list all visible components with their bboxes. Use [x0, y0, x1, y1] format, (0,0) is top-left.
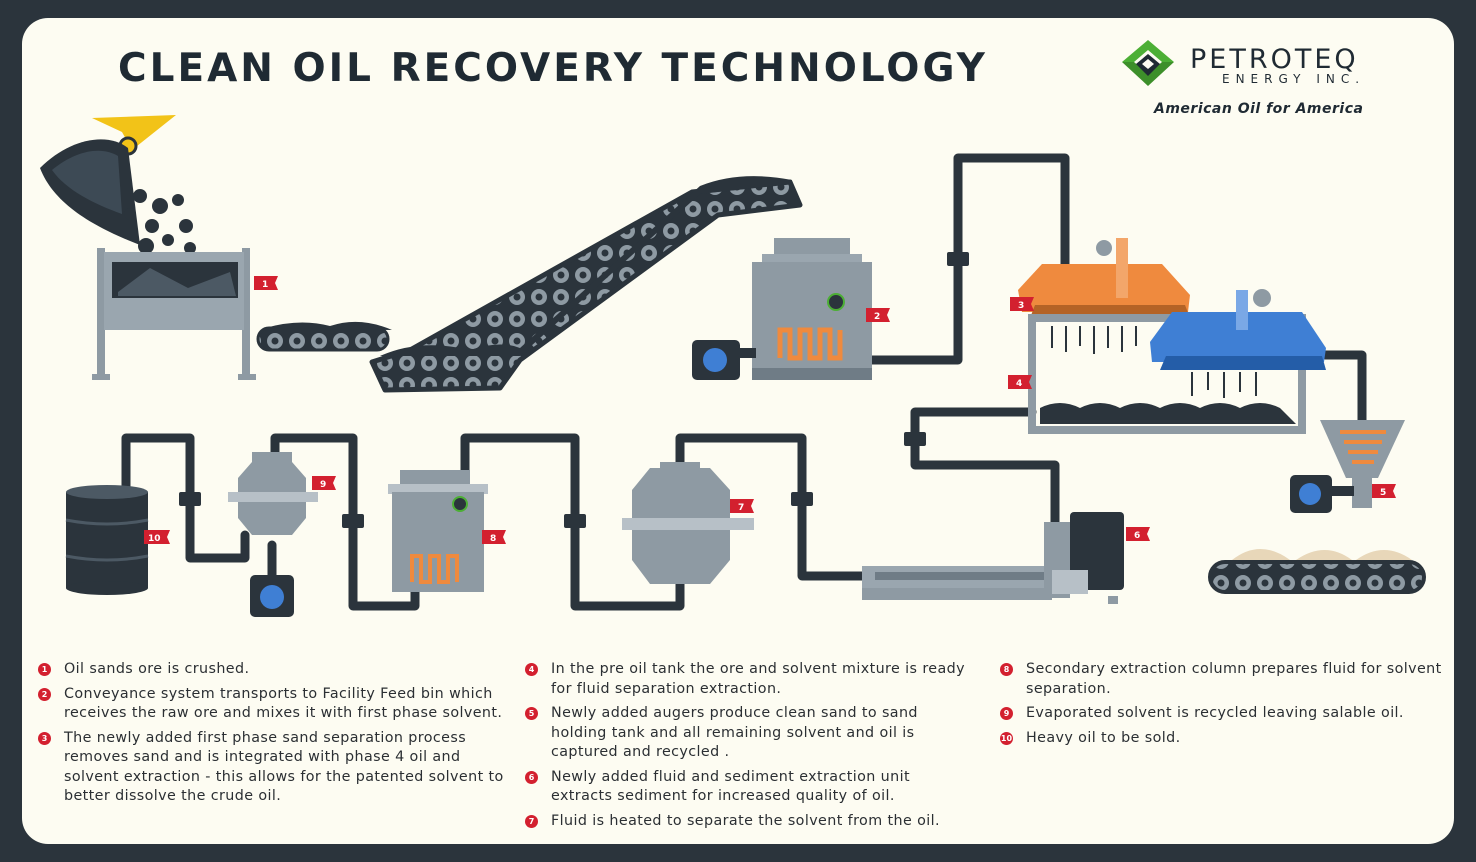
tag-5: 5: [1372, 484, 1396, 498]
step-text: The newly added first phase sand separat…: [64, 729, 504, 805]
svg-text:6: 6: [1134, 531, 1140, 541]
step-item: 9 Evaporated solvent is recycled leaving …: [1000, 704, 1450, 724]
feed-tank: [692, 238, 872, 380]
step-item: 2 Conveyance system transports to Facilit…: [38, 685, 508, 724]
process-diagram: 1 2 3 4 5 6 7 8 9 10: [40, 115, 1426, 617]
step-text: Newly added fluid and sediment extractio…: [551, 768, 910, 805]
step-item: 1 Oil sands ore is crushed.: [38, 660, 508, 680]
step-number-badge: 9: [1000, 707, 1013, 720]
step-item: 4 In the pre oil tank the ore and solven…: [525, 660, 975, 699]
step-text: Heavy oil to be sold.: [1026, 729, 1181, 746]
step-item: 8 Secondary extraction column prepares fl…: [1000, 660, 1450, 699]
svg-text:10: 10: [148, 534, 161, 544]
tag-4: 4: [1008, 375, 1032, 389]
svg-text:1: 1: [262, 280, 268, 290]
excavator-bucket-icon: [40, 115, 176, 245]
step-text: Oil sands ore is crushed.: [64, 661, 250, 677]
step-text: In the pre oil tank the ore and solvent …: [551, 661, 965, 697]
step-number-badge: 10: [1000, 731, 1013, 745]
conveyor-incline: [369, 176, 803, 393]
svg-text:8: 8: [490, 534, 496, 544]
step-number-badge: 6: [525, 770, 538, 784]
step-text: Newly added augers produce clean sand to…: [551, 705, 918, 760]
steps-column-1: 1 Oil sands ore is crushed. 2 Conveyance s…: [38, 660, 508, 812]
pipe-tank4-to-unit6: [910, 407, 1060, 530]
brand-subtitle: ENERGY INC.: [1222, 72, 1366, 86]
sand-separator-orange: [1018, 238, 1190, 318]
pipe-separator-to-hopper: [1320, 350, 1367, 425]
tag-9: 9: [312, 476, 336, 490]
conveyor-short: [256, 321, 392, 352]
step-number-badge: 2: [38, 687, 51, 701]
svg-text:9: 9: [320, 480, 326, 490]
step-number-badge: 5: [525, 707, 538, 720]
pipe-couplings: [179, 252, 969, 528]
tag-2: 2: [866, 308, 890, 322]
pipe-tank2-to-separator: [867, 153, 1070, 365]
step-number-badge: 4: [525, 663, 538, 676]
svg-text:4: 4: [1016, 379, 1022, 389]
step-number-badge: 7: [525, 814, 538, 828]
ore-chunks: [124, 189, 196, 254]
tag-10: 10: [144, 530, 170, 544]
extraction-column-8: [388, 470, 488, 592]
steps-column-3: 8 Secondary extraction column prepares fl…: [1000, 660, 1450, 753]
step-text: Evaporated solvent is recycled leaving s…: [1026, 705, 1404, 721]
step-item: 6 Newly added fluid and sediment extracti…: [525, 768, 975, 807]
pipes: [121, 153, 1367, 611]
brand-tagline: American Oil for America: [1154, 101, 1364, 117]
steps-column-2: 4 In the pre oil tank the ore and solven…: [525, 660, 975, 836]
step-number-badge: 1: [38, 663, 51, 676]
oil-drum: [65, 485, 149, 595]
tag-6: 6: [1126, 527, 1150, 541]
svg-text:3: 3: [1018, 301, 1024, 311]
step-number-badge: 3: [38, 731, 51, 745]
step-item: 3 The newly added first phase sand separa…: [38, 729, 508, 807]
svg-text:7: 7: [738, 503, 744, 513]
sand-separator-blue: [1150, 289, 1326, 370]
step-text: Conveyance system transports to Facility…: [64, 685, 503, 722]
crusher-bin: [92, 248, 256, 380]
conveyor-sand: [1208, 549, 1426, 594]
evaporator-column-9: [228, 452, 318, 617]
step-number-badge: 8: [1000, 663, 1013, 676]
tag-8: 8: [482, 530, 506, 544]
petroteq-logo-icon: [1122, 40, 1174, 86]
tag-7: 7: [730, 499, 754, 513]
step-text: Secondary extraction column prepares flu…: [1026, 661, 1442, 697]
pipe-unit6-to-column7: [675, 433, 867, 581]
tag-1: 1: [254, 276, 278, 290]
svg-text:2: 2: [874, 312, 880, 322]
svg-text:5: 5: [1380, 488, 1386, 498]
separation-column-7: [622, 462, 754, 584]
sand-hopper: [1290, 420, 1405, 513]
page-title: CLEAN OIL RECOVERY TECHNOLOGY: [118, 46, 988, 91]
step-text: Fluid is heated to separate the solvent …: [551, 812, 940, 829]
sediment-extraction-unit: [862, 512, 1124, 604]
step-item: 10 Heavy oil to be sold.: [1000, 729, 1450, 749]
tag-3: 3: [1010, 297, 1034, 311]
step-item: 7 Fluid is heated to separate the solvent…: [525, 812, 975, 832]
step-labels: 1 2 3 4 5 6 7 8 9 10: [144, 276, 1396, 544]
brand-name: PETROTEQ: [1190, 44, 1359, 75]
pre-oil-tank: [1028, 314, 1306, 434]
step-item: 5 Newly added augers produce clean sand t…: [525, 704, 975, 763]
